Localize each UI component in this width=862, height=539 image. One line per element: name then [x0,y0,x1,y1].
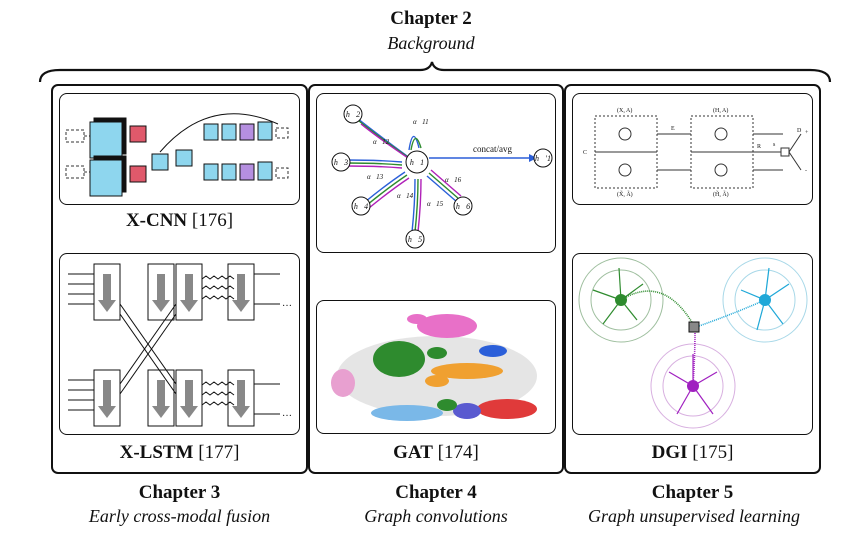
brace [38,61,832,83]
column-chapter3: X-CNN [176] [51,84,308,474]
xcnn-ref: [176] [191,210,234,231]
edge-label-a16: α⃗16 [445,176,462,184]
column-chapter5: (X, A) (H, A) (X̃, Ã) (H̃, Ã) C E D + - … [564,84,821,474]
label-plus: + [805,130,809,136]
node-h1-prime: h⃗′1 [535,154,551,163]
gat-attention-svg: h⃗1 h⃗2 h⃗3 h⃗4 h⃗5 h⃗6 h⃗′1 α⃗11 α⃗12 α… [331,104,553,249]
chapter3-subtitle: Early cross-modal fusion [88,506,271,526]
edge-label-a11: α⃗11 [413,118,429,126]
node-h1: h⃗1 [410,158,424,167]
node-h4: h⃗4 [354,202,368,211]
gat-ref: [174] [437,442,479,463]
chapter5-title: Chapter 5 [651,482,734,503]
edge-label-a15: α⃗15 [427,200,444,208]
xlstm-name: X-LSTM [119,442,194,463]
dgi-architecture-diagram: (X, A) (H, A) (X̃, Ã) (H̃, Ã) C E D + - … [572,93,813,205]
label-s: s [773,142,776,148]
dgi-name: DGI [651,442,688,463]
xcnn-diagram [59,93,300,205]
header-chapter: Chapter 2 [390,8,472,29]
edge-label-a14: α⃗14 [397,192,414,200]
dgi-arch-svg: (X, A) (H, A) (X̃, Ã) (H̃, Ã) C E D + - … [583,107,809,198]
gat-tsne-plot [316,300,556,434]
dgi-graph-svg [578,257,808,429]
node-h2: h⃗2 [346,110,360,119]
node-h6: h⃗6 [456,202,470,211]
gat-attention-diagram: h⃗1 h⃗2 h⃗3 h⃗4 h⃗5 h⃗6 h⃗′1 α⃗11 α⃗12 α… [316,93,556,253]
label-minus: - [805,168,807,174]
column-chapter4: h⃗1 h⃗2 h⃗3 h⃗4 h⃗5 h⃗6 h⃗′1 α⃗11 α⃗12 α… [308,84,564,474]
xcnn-name: X-CNN [125,210,188,231]
svg-text:…: … [282,408,292,419]
label-e: E [671,126,675,132]
chapter4-subtitle: Graph convolutions [364,506,508,526]
label-ha: (H, A) [713,107,728,114]
header-subtitle: Background [387,33,475,53]
tsne-svg [331,314,537,421]
label-r: R [757,144,761,150]
label-d: D [797,128,802,134]
edge-label-a12: α⃗12 [373,138,390,146]
concat-label: concat/avg [473,144,512,154]
xlstm-svg: … … [68,263,292,427]
xlstm-ref: [177] [198,442,240,463]
chapter3-title: Chapter 3 [138,482,221,503]
label-ha-tilde: (H̃, Ã) [713,190,729,198]
node-h3: h⃗3 [334,158,348,167]
dgi-graph-diagram [572,253,813,435]
chapter4-title: Chapter 4 [395,482,477,503]
label-xa: (X, A) [617,107,632,114]
node-h5: h⃗5 [408,235,422,244]
svg-text:…: … [282,298,292,309]
dgi-ref: [175] [692,442,734,463]
label-xa-tilde: (X̃, Ã) [617,190,633,198]
edge-label-a13: α⃗13 [367,173,384,181]
chapter5-subtitle: Graph unsupervised learning [588,506,800,526]
xlstm-diagram: … … [59,253,300,435]
xcnn-svg [65,113,289,197]
gat-name: GAT [393,442,433,463]
label-c: C [583,150,587,156]
